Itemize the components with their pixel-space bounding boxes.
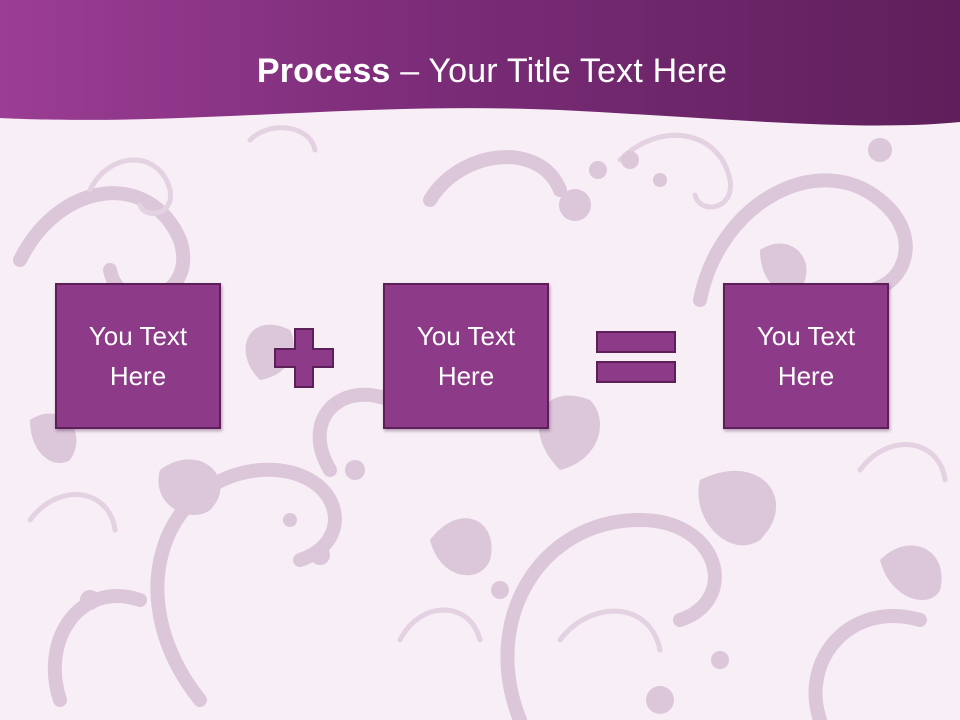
header-band [0,0,960,126]
title-rest: – Your Title Text Here [390,52,728,90]
page-title: Process – Your Title Text Here [0,52,960,91]
process-box-label: You Text Here [88,321,188,391]
process-box-1[interactable]: You Text Here [55,283,221,429]
title-bold: Process [256,52,391,90]
process-box-3[interactable]: You Text Here [723,283,889,429]
process-box-label: You Text Here [756,321,856,391]
plus-icon [274,328,334,388]
process-box-label: You Text Here [416,321,516,391]
equals-icon [596,331,676,383]
process-box-2[interactable]: You Text Here [383,283,549,429]
